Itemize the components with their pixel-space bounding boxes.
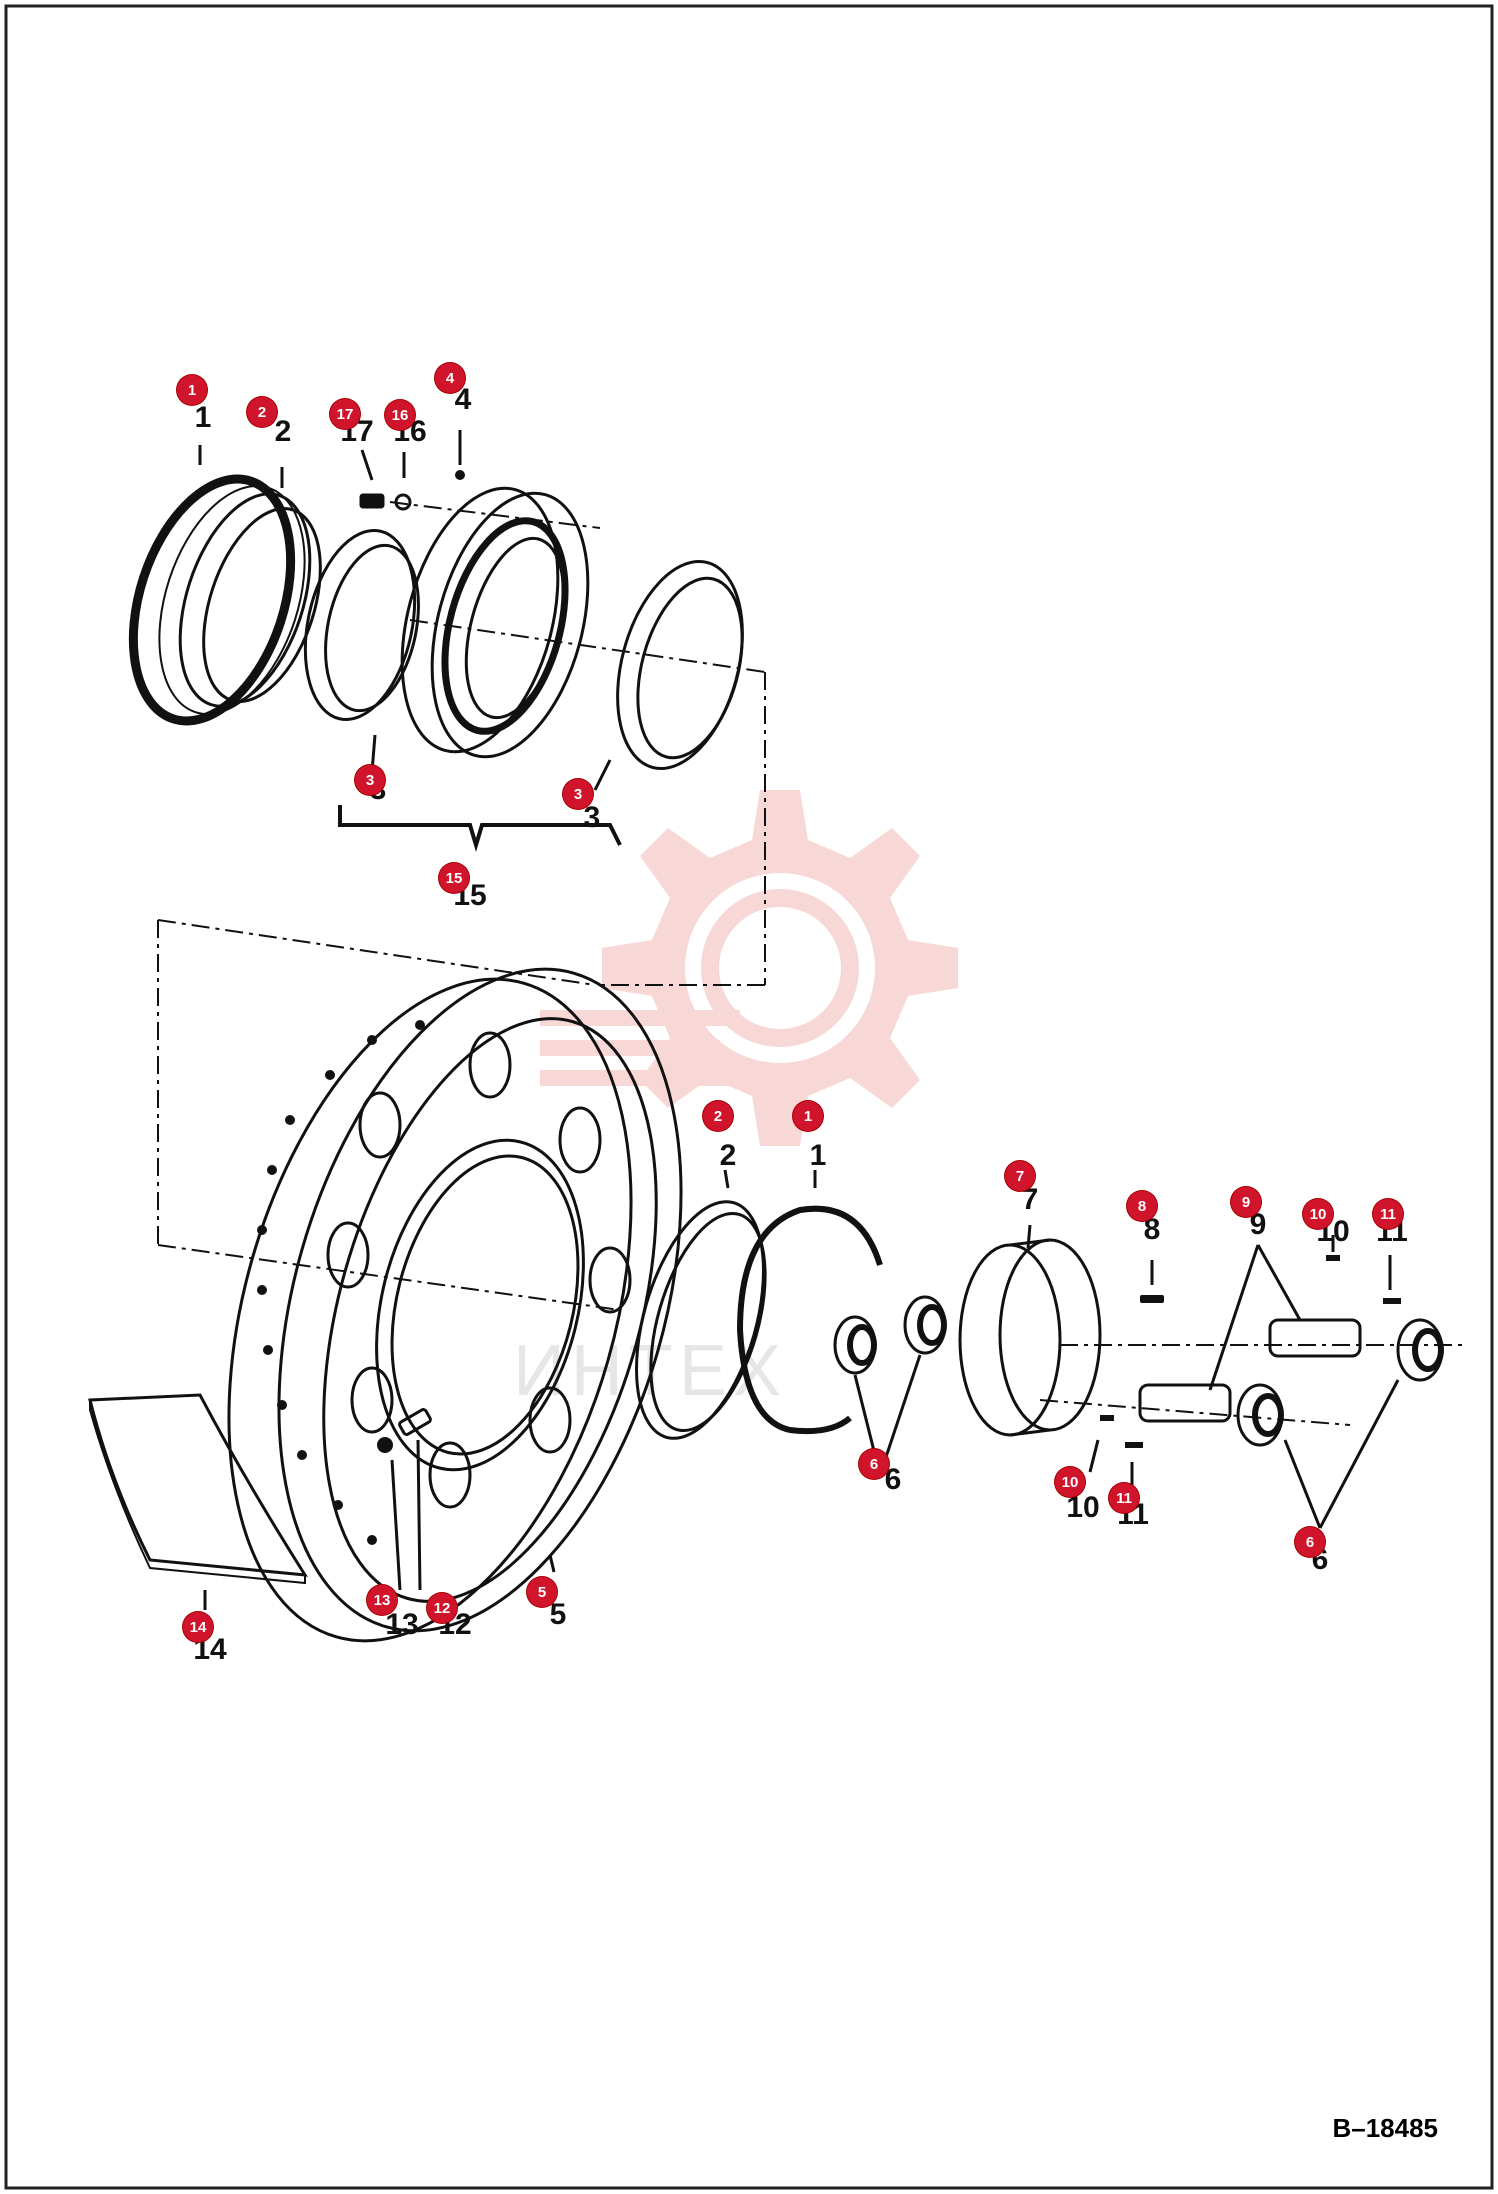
callout-5[interactable]: 5 bbox=[527, 1577, 557, 1607]
ring-2-upper bbox=[178, 492, 322, 708]
ref-label: 1 bbox=[194, 401, 212, 434]
callout-8[interactable]: 8 bbox=[1127, 1191, 1157, 1221]
lower-leaders bbox=[203, 1169, 1400, 1610]
seal-ring-1-upper bbox=[128, 474, 306, 726]
callout-10[interactable]: 10 bbox=[1303, 1199, 1333, 1229]
ref-label: 2 bbox=[719, 1139, 737, 1172]
shaft-9 bbox=[1138, 1318, 1362, 1423]
pin-8 bbox=[1140, 1295, 1164, 1303]
callout-7[interactable]: 7 bbox=[1005, 1161, 1035, 1191]
callout-1[interactable]: 1 bbox=[177, 375, 207, 405]
watermark-text: ИНТЕХ bbox=[513, 1331, 787, 1411]
callout-3[interactable]: 3 bbox=[563, 779, 593, 809]
brake-lining-14 bbox=[88, 1393, 308, 1577]
bearing-6-left bbox=[833, 1295, 947, 1375]
callout-4[interactable]: 4 bbox=[435, 363, 465, 393]
callout-2[interactable]: 2 bbox=[247, 397, 277, 427]
callout-6[interactable]: 6 bbox=[1295, 1527, 1325, 1557]
axis-lines-upper bbox=[157, 501, 766, 1311]
hub-flange-15 bbox=[400, 486, 590, 759]
bracket-15 bbox=[338, 805, 622, 852]
ref-label: 9 bbox=[1249, 1208, 1267, 1241]
snap-ring-1-lower bbox=[736, 1205, 883, 1435]
ref-label: 5 bbox=[549, 1598, 567, 1631]
watermark-gear-icon bbox=[540, 790, 958, 1146]
callout-11[interactable]: 11 bbox=[1109, 1483, 1139, 1513]
motor-7 bbox=[958, 1238, 1102, 1437]
fitting-4 bbox=[455, 470, 465, 480]
brake-lining-14-edge bbox=[89, 1400, 306, 1585]
callout-9[interactable]: 9 bbox=[1231, 1187, 1261, 1217]
drum-5 bbox=[227, 967, 683, 1643]
drum-bolt-holes bbox=[257, 1020, 425, 1545]
callout-13[interactable]: 13 bbox=[367, 1585, 397, 1615]
callout-6[interactable]: 6 bbox=[859, 1449, 889, 1479]
bearing-cone-3-left bbox=[303, 528, 420, 722]
page-border bbox=[4, 4, 1494, 2190]
callout-10[interactable]: 10 bbox=[1055, 1467, 1085, 1497]
ref-label: 10 bbox=[1066, 1491, 1100, 1524]
upper-leaders bbox=[198, 430, 612, 791]
ref-label: 1 bbox=[809, 1139, 827, 1172]
ref-label: 3 bbox=[583, 801, 601, 834]
callout-11[interactable]: 11 bbox=[1373, 1199, 1403, 1229]
callout-1[interactable]: 1 bbox=[793, 1101, 823, 1131]
ref-label: 13 bbox=[385, 1608, 419, 1641]
bearing-6-right bbox=[1236, 1318, 1444, 1447]
axis-lines-lower bbox=[1039, 1344, 1465, 1426]
bolt-17 bbox=[359, 493, 385, 509]
callout-3[interactable]: 3 bbox=[355, 765, 385, 795]
nut-13 bbox=[377, 1437, 393, 1453]
callout-2[interactable]: 2 bbox=[703, 1101, 733, 1131]
callout-16[interactable]: 16 bbox=[385, 400, 415, 430]
key-10-11 bbox=[1100, 1255, 1401, 1448]
ref-label: 2 bbox=[274, 415, 292, 448]
ref-label: 7 bbox=[1021, 1183, 1039, 1216]
ref-label: 6 bbox=[884, 1463, 902, 1496]
drawing-code: B–18485 bbox=[1332, 2113, 1438, 2143]
ring-2-lower bbox=[635, 1200, 767, 1440]
callout-15[interactable]: 15 bbox=[439, 863, 469, 893]
ref-label: 8 bbox=[1143, 1213, 1161, 1246]
bearing-cone-3-right bbox=[616, 560, 744, 770]
ref-label: 4 bbox=[454, 383, 472, 416]
bolt-12 bbox=[398, 1408, 432, 1436]
callout-12[interactable]: 12 bbox=[427, 1593, 457, 1623]
callout-17[interactable]: 17 bbox=[330, 399, 360, 429]
callout-14[interactable]: 14 bbox=[183, 1612, 213, 1642]
